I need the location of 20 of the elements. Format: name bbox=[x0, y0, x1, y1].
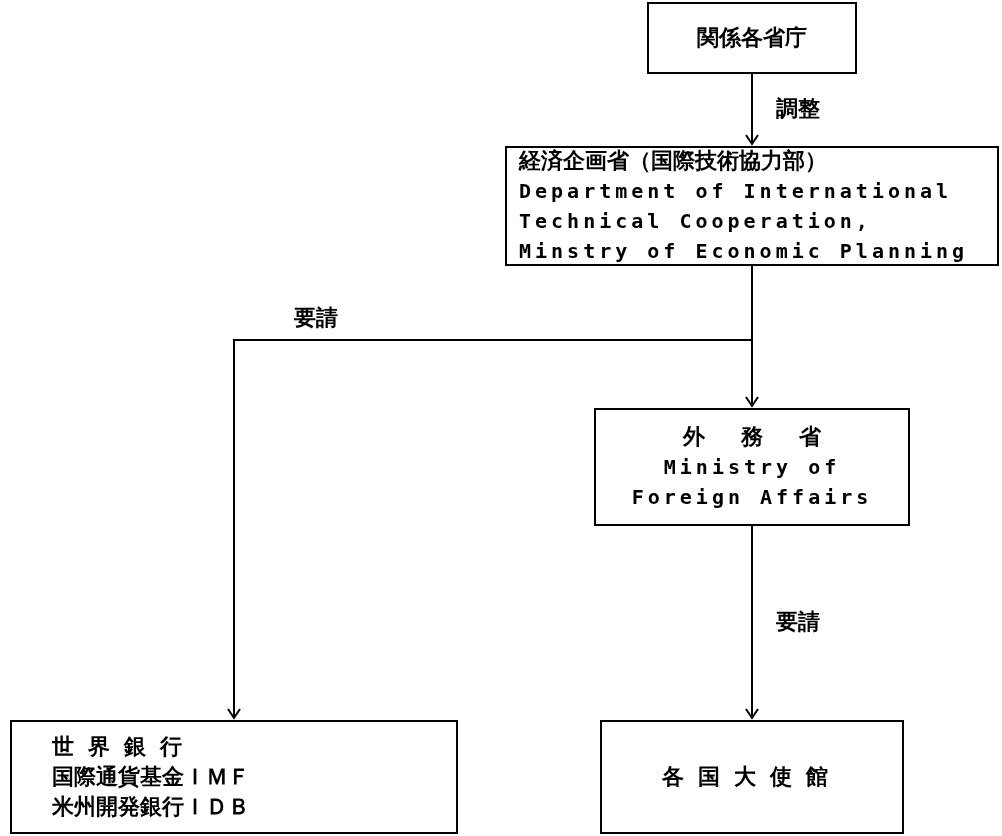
process-box bbox=[505, 146, 999, 266]
node-text: 世界銀行 bbox=[52, 733, 196, 761]
node-text: 外務省 bbox=[683, 423, 857, 451]
node-text: 各国大使館 bbox=[662, 763, 842, 791]
edge-label: 要請 bbox=[776, 608, 820, 636]
node-text: 経済企画省（国際技術協力部） bbox=[519, 147, 827, 175]
node-text: 国際通貨基金ＩＭＦ bbox=[52, 763, 250, 791]
node-text: 米州開発銀行ＩＤＢ bbox=[52, 793, 250, 821]
arrow bbox=[745, 73, 759, 145]
process-box bbox=[594, 408, 910, 526]
node-text: Ministry of Foreign Affairs bbox=[630, 454, 874, 511]
edge-label: 調整 bbox=[776, 95, 820, 123]
arrow bbox=[745, 265, 759, 407]
node-text: Department of International Technical Cooperation, Minstry of Economic Planning bbox=[519, 178, 970, 265]
process-box bbox=[647, 2, 857, 74]
node-text: 関係各省庁 bbox=[697, 24, 807, 52]
arrow bbox=[745, 525, 759, 719]
process-box bbox=[600, 720, 904, 834]
edge-label: 要請 bbox=[294, 304, 338, 332]
process-box bbox=[10, 720, 458, 834]
